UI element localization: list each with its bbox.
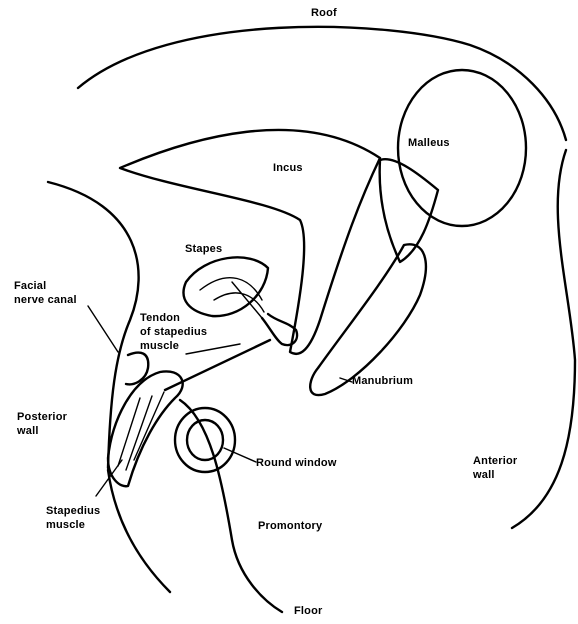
roof-label: Roof [311,6,337,20]
facial-nerve-canal-label: Facial nerve canal [14,279,77,307]
round-window-label: Round window [256,456,337,470]
round-window-outer [175,408,235,472]
leader-facial-nerve [88,306,118,352]
stapes-footplate-shape [184,257,268,316]
anterior-wall-outline [512,150,575,528]
roof-wall-outline [78,27,566,140]
posterior-floor-outline [108,470,170,592]
anterior-wall-label: Anterior wall [473,454,517,482]
stapedius-muscle-label: Stapedius muscle [46,504,100,532]
malleus-neck-shape [380,159,438,262]
manubrium-label: Manubrium [352,374,413,388]
stapes-label: Stapes [185,242,222,256]
round-window-inner [187,420,223,460]
incus-label: Incus [273,161,303,175]
floor-label: Floor [294,604,323,618]
promontory-outline [180,400,282,612]
promontory-label: Promontory [258,519,322,533]
posterior-wall-label: Posterior wall [17,410,67,438]
malleus-label: Malleus [408,136,450,150]
tendon-stapedius-label: Tendon of stapedius muscle [140,311,207,353]
stapedius-muscle-shape [108,371,183,486]
manubrium-shape [310,244,426,395]
